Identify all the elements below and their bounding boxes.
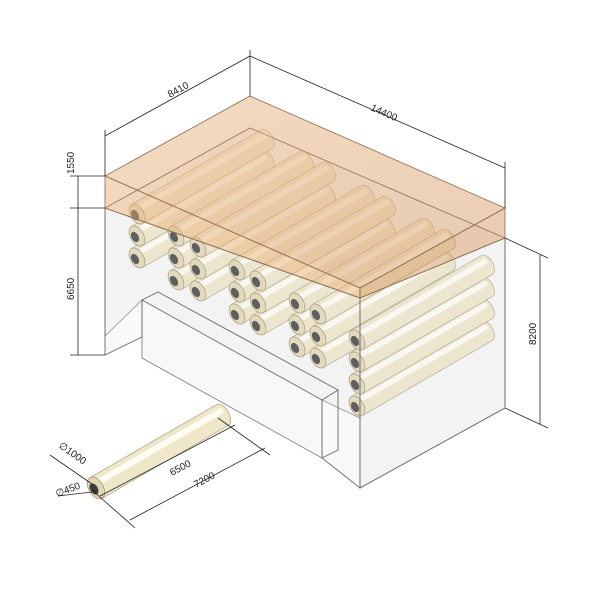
dim-roll-body-length-label: 6500 [168, 458, 193, 478]
dim-inner-diameter-label: ∅450 [54, 481, 82, 500]
dim-top-zone-height-label: 1550 [66, 151, 77, 174]
single-roll-body [87, 403, 231, 500]
dim-side-height-label: 6650 [66, 277, 77, 300]
dim-length-label: 14400 [369, 103, 399, 125]
rack-frame-front [104, 207, 506, 489]
dim-width-label: 8410 [166, 80, 191, 101]
dim-outer-diameter-label: ∅1000 [56, 440, 88, 467]
dimension-lines [49, 50, 549, 529]
roll [348, 298, 495, 395]
top-clearance-zone [104, 95, 506, 299]
dim-total-height-label: 8200 [528, 322, 539, 345]
single-roll [87, 403, 231, 500]
roll [348, 254, 495, 351]
roll [348, 276, 495, 373]
dim-roll-total-length-label: 7200 [192, 470, 217, 490]
